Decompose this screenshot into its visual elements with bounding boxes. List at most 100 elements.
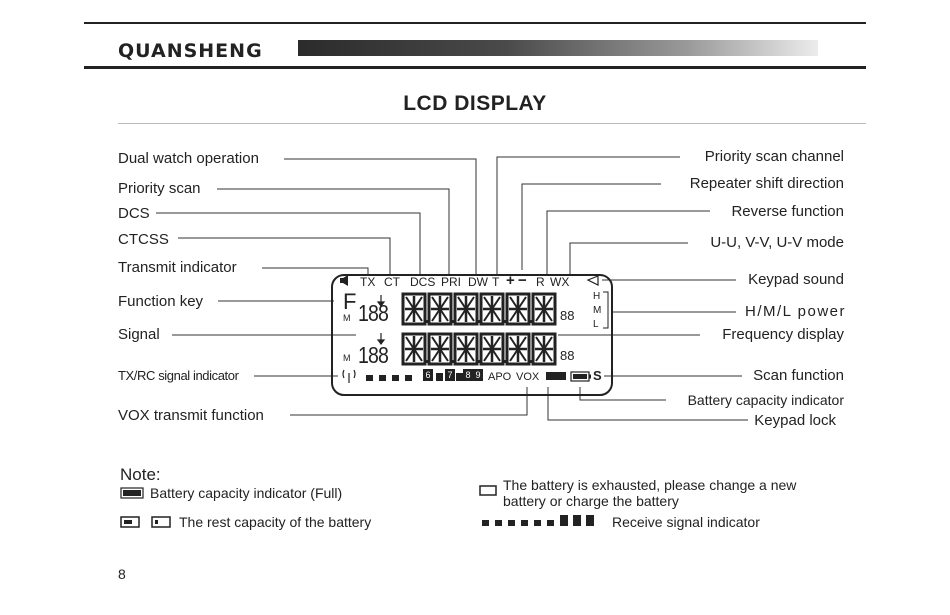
leader-ctcss (178, 237, 391, 275)
page-number: 8 (118, 566, 126, 582)
lcd-vox: VOX (516, 371, 540, 383)
signal-block (534, 520, 541, 526)
page-title: LCD DISPLAY (403, 92, 547, 115)
lcd-dw: DW (468, 275, 488, 289)
segment-digit (505, 292, 533, 326)
title-rule (118, 123, 866, 124)
lcd-power-l: L (593, 319, 599, 330)
signal-block (521, 520, 528, 526)
lcd-r: R (536, 275, 545, 289)
bell-icon (586, 275, 599, 286)
signal-block (405, 375, 412, 381)
label-transmit-indicator: Transmit indicator (118, 259, 237, 276)
label-keypad-lock: Keypad lock (754, 412, 836, 429)
lcd-channel-2: 188 (358, 342, 389, 368)
leader-uv-mode (569, 242, 688, 275)
leader-priority-scan (217, 188, 450, 275)
lcd-signal-num-7: 7 (445, 369, 455, 381)
power-bracket (603, 291, 609, 329)
lcd-small-digits-1: 88 (560, 308, 575, 323)
lcd-t: T (492, 275, 500, 289)
leader-transmit (262, 267, 369, 275)
label-power: H/M/L power (745, 303, 846, 320)
label-uv-mode: U-U, V-V, U-V mode (710, 234, 844, 251)
brand-logo: QUANSHENG (118, 40, 263, 62)
label-freq-display: Frequency display (722, 326, 844, 343)
header-gradient-bar (298, 40, 818, 56)
segment-digit (479, 332, 507, 366)
note-battery-exhausted-2: battery or charge the battery (503, 493, 679, 509)
lcd-scan-s: S (593, 368, 602, 383)
lcd-m-label-1: M (343, 313, 351, 323)
label-repeater-shift: Repeater shift direction (689, 175, 844, 192)
segment-digit (531, 332, 557, 366)
arrow-icons (376, 295, 386, 345)
lcd-signal-num-6: 6 (423, 369, 433, 381)
leader-vox (290, 387, 528, 416)
leader-priority-channel (496, 156, 680, 275)
lcd-power-m: M (593, 305, 602, 316)
label-vox: VOX transmit function (118, 407, 264, 424)
lcd-power-h: H (593, 291, 601, 302)
leader-keypad-lock (547, 387, 748, 421)
signal-block (495, 520, 502, 526)
lcd-ct: CT (384, 275, 400, 289)
segment-digit (531, 292, 557, 326)
signal-block (560, 515, 568, 526)
lcd-channel-1: 188 (358, 300, 389, 326)
lcd-m-label-2: M (343, 353, 351, 363)
note-battery-empty-icon (479, 485, 497, 496)
note-battery-exhausted-1: The battery is exhausted, please change … (503, 477, 797, 493)
label-reverse: Reverse function (731, 203, 844, 220)
lcd-pri: PRI (441, 275, 462, 289)
leader-dcs (156, 212, 421, 275)
lcd-f-label: F (343, 289, 357, 314)
lcd-plus: + (506, 272, 515, 289)
signal-block (508, 520, 515, 526)
segment-digit (427, 292, 455, 326)
header-top-rule (84, 22, 866, 24)
leader-repeater (521, 183, 661, 270)
note-receive-signal-icon (482, 515, 594, 526)
label-keypad-sound: Keypad sound (748, 271, 844, 288)
lcd-outline (331, 274, 613, 396)
lcd-small-digits-2: 88 (560, 348, 575, 363)
note-battery-rest-icon-1 (120, 516, 140, 528)
note-battery-full: Battery capacity indicator (Full) (150, 485, 343, 501)
segment-digit (427, 332, 455, 366)
antenna-icon (342, 369, 356, 383)
label-priority-scan: Priority scan (118, 180, 201, 197)
signal-blocks (366, 373, 463, 381)
note-battery-full-icon (120, 487, 144, 499)
signal-block (379, 375, 386, 381)
note-battery-rest: The rest capacity of the battery (179, 514, 372, 530)
segment-digit (401, 292, 429, 326)
leader-battery (579, 387, 666, 401)
label-priority-channel: Priority scan channel (704, 148, 844, 165)
leader-dual-watch (284, 158, 477, 275)
segment-digit (401, 332, 429, 366)
label-signal: Signal (118, 326, 160, 343)
signal-block (482, 520, 489, 526)
speaker-icon (340, 275, 348, 286)
signal-block (436, 373, 443, 381)
signal-block (586, 515, 594, 526)
header-bottom-rule (84, 66, 866, 69)
label-dcs: DCS (118, 205, 150, 222)
label-scan-function: Scan function (753, 367, 844, 384)
signal-block (392, 375, 399, 381)
lcd-top-row: TX CT DCS PRI DW T + − R WX (360, 272, 574, 289)
signal-block (456, 373, 463, 381)
lcd-signal-num-8: 8 (463, 369, 473, 381)
battery-icon (570, 371, 591, 382)
label-ctcss: CTCSS (118, 231, 169, 248)
note-receive-signal: Receive signal indicator (612, 514, 760, 530)
segment-digit (453, 292, 481, 326)
segment-digit (479, 292, 507, 326)
lcd-signal-num-9: 9 (473, 369, 483, 381)
lcd-minus: − (518, 272, 527, 289)
signal-block (573, 515, 581, 526)
label-battery-indicator: Battery capacity indicator (687, 392, 844, 408)
lcd-tx: TX (360, 275, 376, 289)
